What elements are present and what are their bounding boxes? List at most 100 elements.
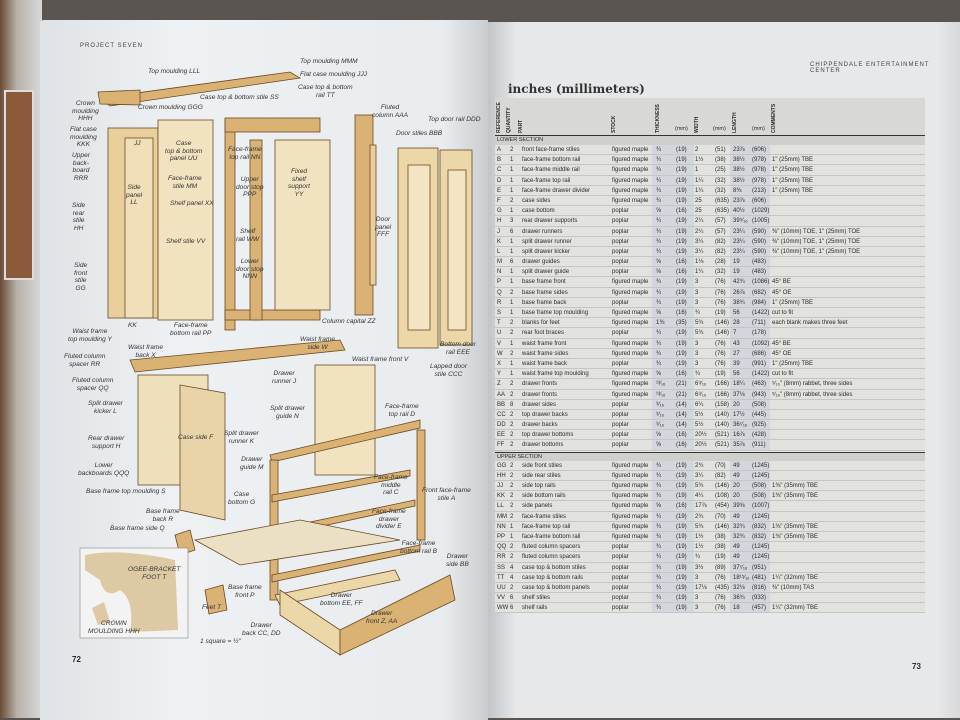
column-shade — [730, 603, 770, 613]
diagram-label: Base frame side Q — [110, 525, 165, 532]
cell-thickness-mm: (19) — [676, 248, 687, 255]
column-shade — [730, 246, 770, 257]
cell-length-mm: (1029) — [752, 208, 770, 215]
cell-quantity: 1 — [510, 187, 514, 194]
cell-width: 25 — [695, 197, 702, 204]
cell-thickness: ¾ — [656, 197, 662, 204]
diagram-label: Fluted column spacer QQ — [72, 377, 114, 392]
cell-comments: 1" (25mm) TBE — [772, 299, 814, 306]
cell-length-mm: (832) — [752, 533, 767, 540]
cell-length-mm: (832) — [752, 523, 767, 530]
cell-quantity: 2 — [510, 197, 514, 204]
cell-thickness-mm: (19) — [676, 483, 687, 489]
cell-length-mm: (481) — [752, 574, 767, 581]
cell-quantity: 6 — [510, 228, 514, 235]
cell-length-mm: (978) — [752, 177, 767, 184]
cell-length-mm: (508) — [752, 483, 767, 489]
cell-reference: VV — [497, 595, 506, 602]
cell-reference: AA — [497, 391, 506, 398]
cell-width: 3 — [695, 595, 699, 602]
cell-part: rear foot braces — [522, 330, 565, 337]
cell-length-mm: (178) — [752, 330, 767, 337]
column-shade — [730, 206, 770, 216]
cell-reference: Z — [497, 381, 501, 388]
diagram-label: Lower door stop NNN — [236, 258, 264, 280]
cell-thickness-mm: (19) — [676, 605, 687, 612]
cell-width-mm: (76) — [715, 605, 726, 612]
cell-width-mm: (19) — [715, 371, 726, 378]
background-edge — [0, 0, 42, 718]
diagram-label: Waist frame back X — [128, 344, 164, 359]
cell-length: 49 — [733, 544, 740, 551]
cell-width: 3 — [695, 605, 699, 612]
column-shade — [730, 420, 770, 430]
cell-width-mm: (82) — [715, 238, 726, 245]
diagram-label: Drawer back CC, DD — [242, 622, 281, 637]
cell-thickness-mm: (16) — [676, 371, 687, 378]
column-shade — [652, 531, 694, 542]
diagram-label: Door panel FFF — [375, 216, 392, 238]
diagram-label: Split drawer runner K — [224, 430, 259, 445]
column-shade — [730, 379, 770, 389]
cell-length: 49 — [733, 554, 740, 561]
cell-width-mm: (146) — [715, 320, 730, 327]
cell-width-mm: (140) — [715, 422, 730, 429]
cell-width: 5¾ — [695, 320, 704, 327]
cell-stock: poplar — [612, 259, 629, 266]
cell-stock: figured maple — [612, 371, 649, 378]
cell-stock: poplar — [612, 401, 629, 408]
cell-reference: RR — [497, 554, 506, 561]
column-shade — [652, 206, 694, 216]
cell-length: 32¾ — [733, 523, 745, 530]
cell-comments: ⅜" (10mm) TOE, 1" (25mm) TOE — [772, 228, 861, 235]
column-shade — [730, 195, 770, 206]
diagram-label: OGEE-BRACKET FOOT T — [128, 566, 181, 581]
cell-reference: G — [497, 208, 502, 215]
column-shade — [730, 582, 770, 593]
cell-width: 5½ — [695, 422, 704, 429]
cell-thickness-mm: (16) — [676, 259, 687, 266]
cell-stock: poplar — [612, 422, 629, 429]
cell-quantity: 2 — [510, 513, 514, 520]
cell-thickness-mm: (19) — [676, 299, 687, 306]
column-shade — [652, 521, 694, 531]
cell-part: side panels — [522, 503, 553, 510]
diagram-label: Waist frame side W — [300, 336, 336, 351]
crown-moulding — [97, 89, 141, 106]
column-shade — [730, 267, 770, 277]
cell-part: drawer fronts — [522, 391, 558, 398]
cell-width-mm: (70) — [715, 462, 726, 469]
cell-part: waist frame front — [522, 340, 567, 347]
column-shade — [730, 226, 770, 236]
cell-width: ¾ — [695, 554, 701, 561]
cell-thickness-mm: (19) — [676, 564, 687, 571]
upper-back — [157, 119, 214, 321]
cell-length: 23⅞ — [733, 197, 745, 204]
cell-thickness: ¾ — [656, 330, 662, 337]
cell-quantity: 1 — [510, 299, 514, 306]
col-reference: Reference — [496, 102, 502, 133]
column-shade — [652, 175, 694, 185]
cell-comments: ⅜" (10mm) TOE, 1" (25mm) TOE — [772, 238, 861, 245]
cell-quantity: 2 — [510, 462, 514, 469]
cell-width: 3½ — [695, 564, 704, 571]
drawer-side — [274, 569, 401, 606]
cell-stock: figured maple — [612, 462, 649, 469]
cell-quantity: 1 — [510, 238, 514, 245]
column-shade — [730, 552, 770, 562]
column-shade — [652, 185, 694, 195]
cell-part: top drawer backs — [522, 411, 568, 418]
column-shade — [730, 521, 770, 531]
diagram-label: Bottom door rail EEE — [440, 341, 476, 356]
cell-thickness: ¾ — [656, 493, 662, 500]
cell-comments: 1" (25mm) TBE — [772, 167, 814, 174]
col-comments: Comments — [771, 103, 777, 133]
cell-quantity: 2 — [510, 289, 514, 296]
